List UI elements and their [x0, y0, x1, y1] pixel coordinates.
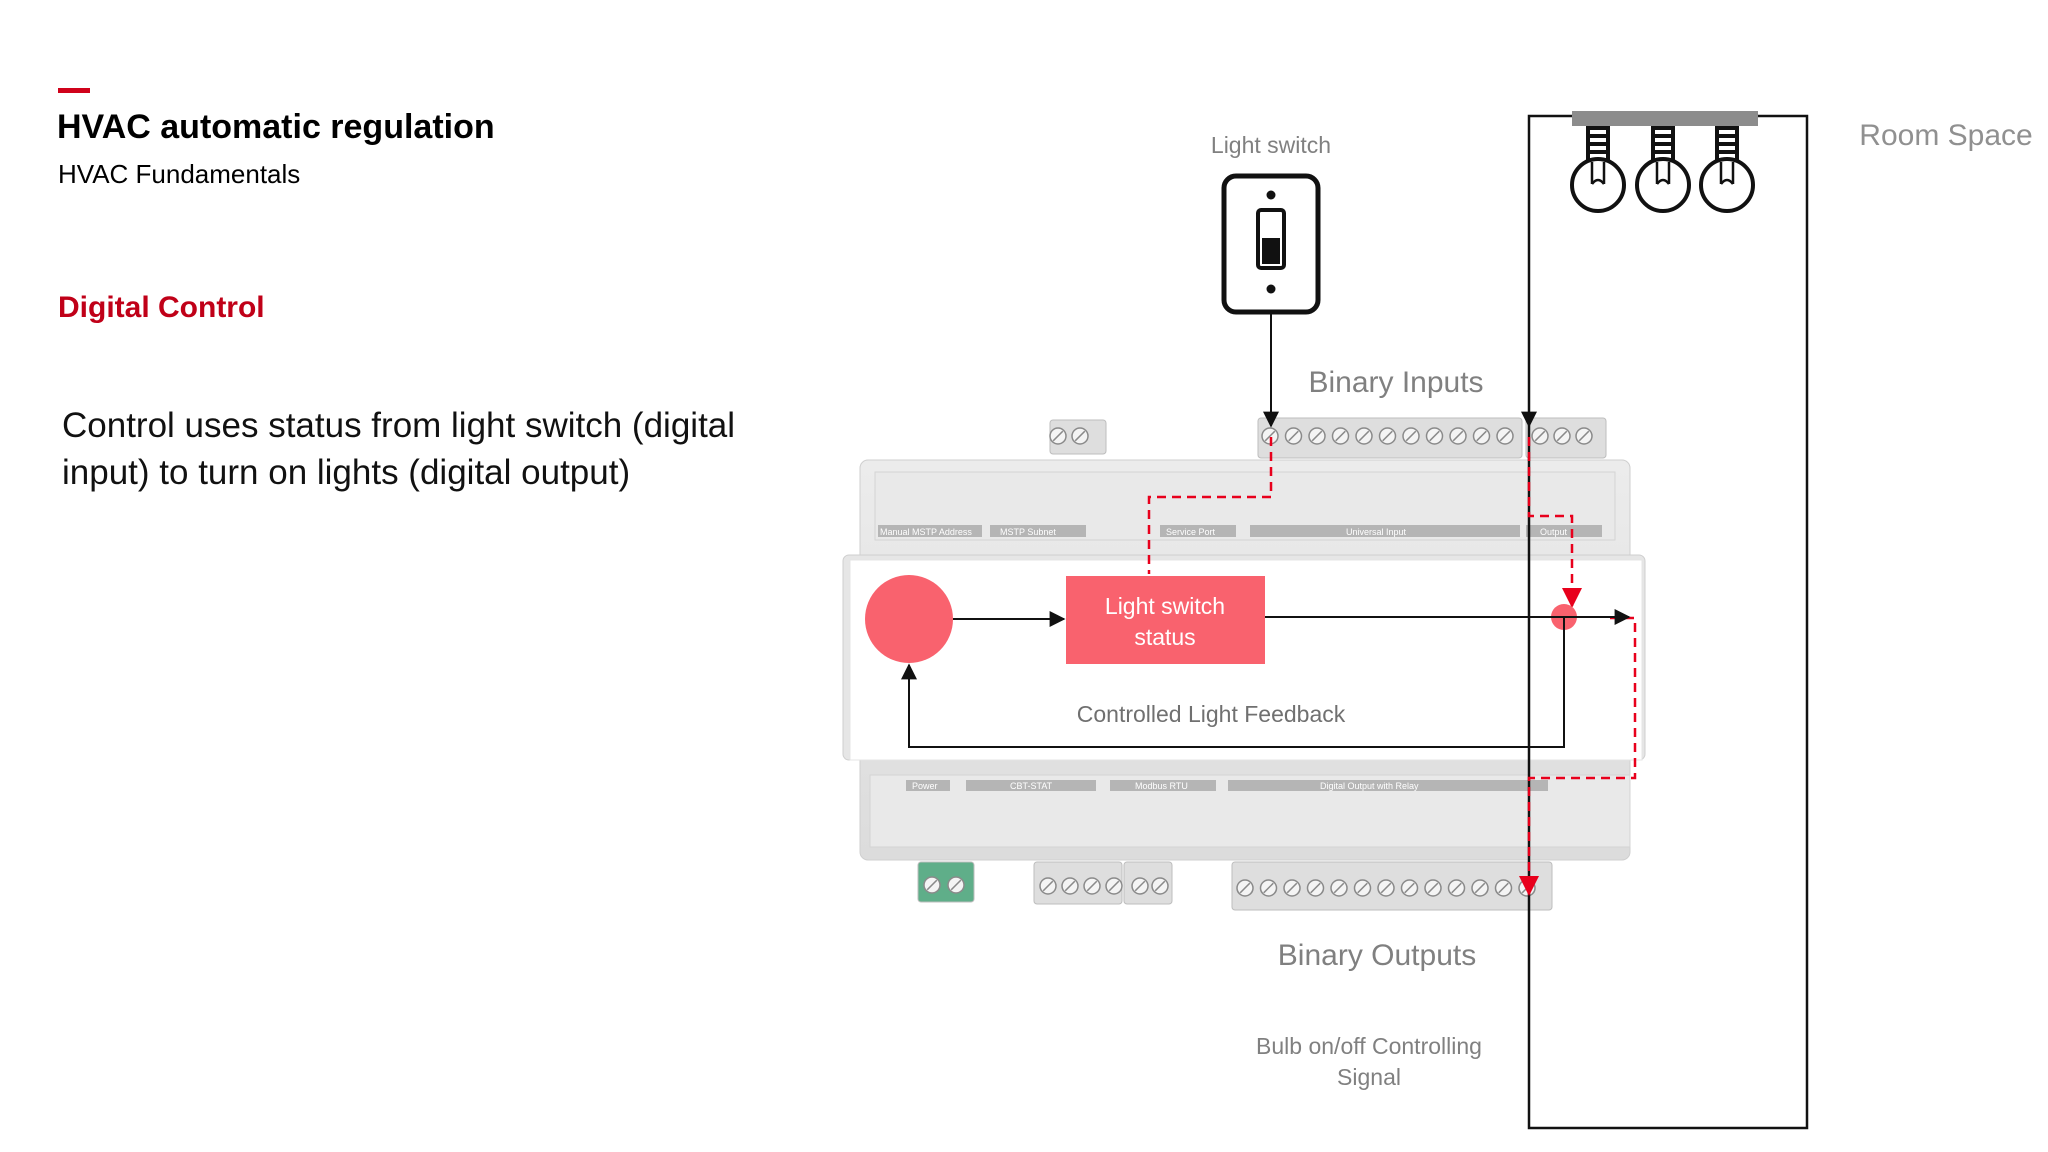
screw-slot [1357, 882, 1368, 894]
accent-bar [58, 88, 90, 93]
bulb-filament [1590, 162, 1606, 185]
screw-slot [1498, 882, 1509, 894]
output-label: Output [1540, 527, 1568, 537]
screw-slot [1288, 430, 1299, 442]
subnet-label: MSTP Subnet [1000, 527, 1056, 537]
page-subtitle: HVAC Fundamentals [58, 159, 301, 189]
screw-slot [1452, 430, 1464, 442]
binary-inputs-label: Binary Inputs [1308, 366, 1483, 399]
screw-slot [1042, 880, 1054, 892]
screw-slot [1476, 430, 1487, 442]
cbt-stat-label: CBT-STAT [1010, 781, 1053, 791]
power-label: Power [912, 781, 938, 791]
screw-slot [1578, 430, 1590, 442]
status-box [1066, 576, 1265, 664]
address-label: Manual MSTP Address [880, 527, 972, 537]
input-signal-path [1147, 437, 1273, 574]
screw-slot [1086, 880, 1098, 892]
screw-slot [1382, 430, 1393, 442]
status-box-line1: Light switch [1105, 593, 1225, 619]
bulb-filament [1655, 162, 1671, 185]
screw-slot [1429, 430, 1440, 442]
light-switch-icon [1221, 173, 1321, 315]
screw-slot [1311, 430, 1323, 442]
section-heading: Digital Control [58, 291, 265, 324]
screw-slot [1154, 880, 1166, 892]
bulb-base [1715, 126, 1739, 162]
room-space-label: Room Space [1859, 119, 2032, 152]
page-title: HVAC automatic regulation [57, 108, 495, 146]
screw-slot [1333, 882, 1345, 894]
screw-slot [1556, 430, 1568, 442]
signal-label-line1: Bulb on/off Controlling [1256, 1033, 1482, 1059]
screw-slot [1405, 430, 1417, 442]
bulb-icon [1635, 157, 1691, 213]
service-port-label: Service Port [1166, 527, 1216, 537]
feedback-loop [901, 617, 1565, 748]
screw-slot [1263, 882, 1274, 894]
screw-slot [1451, 882, 1462, 894]
screw-slot [1074, 430, 1086, 442]
modbus-label: Modbus RTU [1135, 781, 1188, 791]
screw-slot [1358, 430, 1370, 442]
universal-input-label: Universal Input [1346, 527, 1407, 537]
signal-label-line2: Signal [1337, 1064, 1401, 1090]
bulb-base [1586, 126, 1610, 162]
status-box-line2: status [1134, 624, 1195, 650]
screw-slot [950, 879, 962, 891]
bulb-icon [1699, 157, 1755, 213]
screw-slot [1064, 880, 1076, 892]
bulb-icon [1570, 157, 1626, 213]
screw-slot [1264, 430, 1276, 442]
light-switch-label: Light switch [1211, 132, 1331, 158]
screw-slot [1534, 430, 1546, 442]
screw-slot [1134, 880, 1146, 892]
screw-slot [1310, 882, 1321, 894]
feedback-label: Controlled Light Feedback [1077, 701, 1346, 727]
screw-slot [1052, 430, 1064, 442]
bulb-base [1651, 126, 1675, 162]
output-signal-path [1527, 437, 1582, 608]
screw-slot [926, 879, 938, 891]
screw-slot [1499, 430, 1511, 442]
screw-slot [1286, 882, 1298, 894]
light-bulbs-icon [1570, 111, 1758, 213]
body-text: Control uses status from light switch (d… [62, 406, 736, 492]
screw-slot [1380, 882, 1392, 894]
relay-label: Digital Output with Relay [1320, 781, 1419, 791]
bulb-filament [1719, 162, 1735, 185]
screw-slot [1427, 882, 1439, 894]
binary-outputs-label: Binary Outputs [1278, 939, 1476, 972]
screw-slot [1404, 882, 1415, 894]
screw-slot [1239, 882, 1251, 894]
screw-slot [1108, 880, 1120, 892]
setpoint-node [865, 575, 953, 663]
screw-slot [1474, 882, 1486, 894]
screw-slot [1335, 430, 1346, 442]
